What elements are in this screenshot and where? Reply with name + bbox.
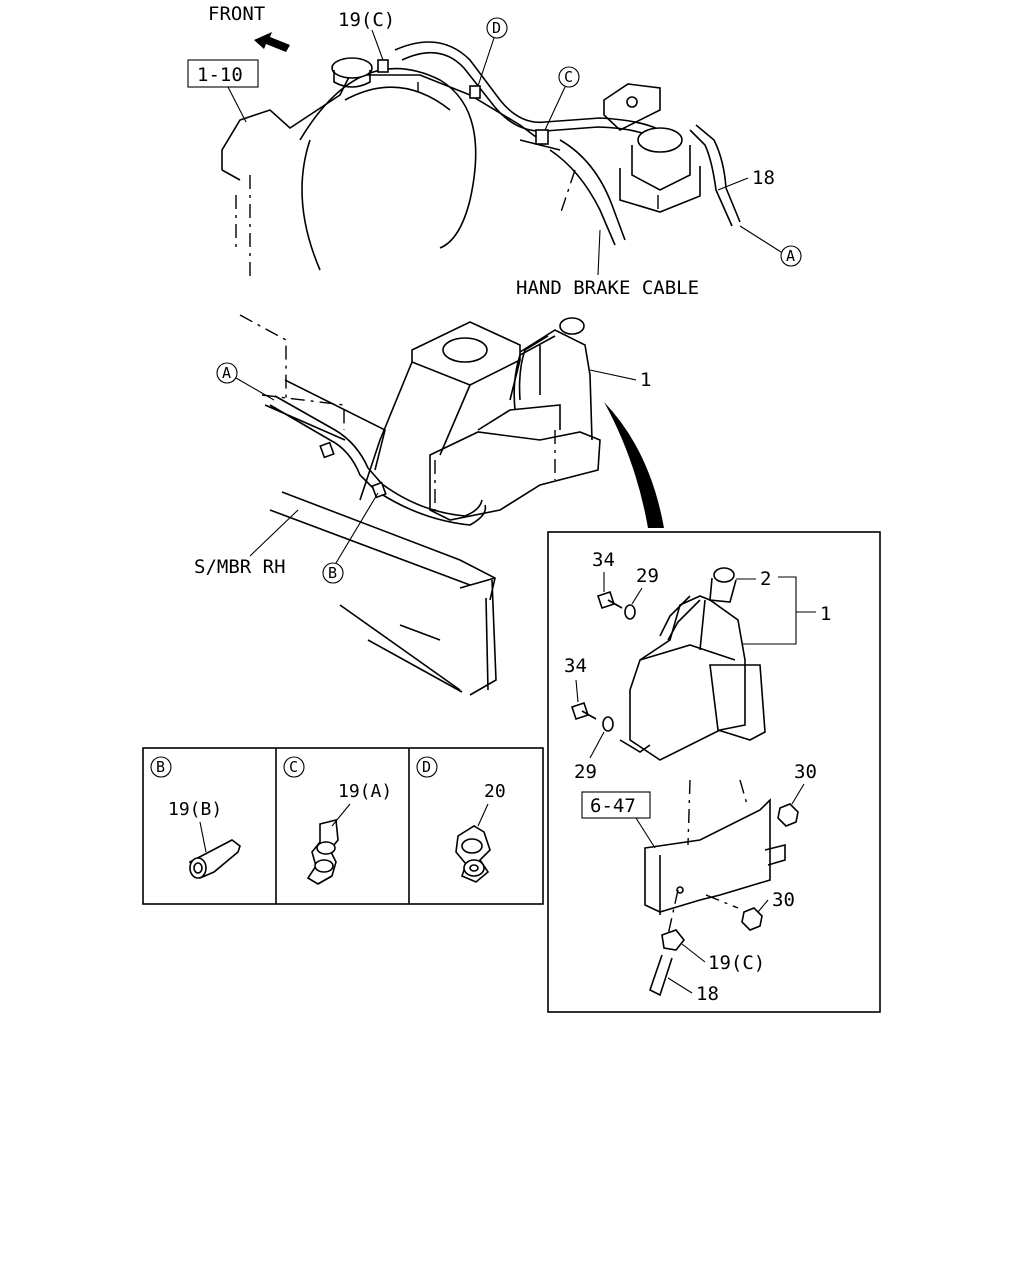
callout-d-panel-text: D — [422, 758, 431, 776]
nut-30-upper-icon — [777, 803, 799, 827]
clip-19b-icon — [188, 839, 241, 880]
ref-1-10-label: 1-10 — [197, 64, 243, 86]
part-2-label: 2 — [760, 568, 771, 590]
callout-a-top — [780, 245, 802, 267]
clip-detail-panels: B 19(B) C 19(A) D 2 — [142, 747, 544, 905]
ref-box-6-47 — [581, 791, 651, 819]
reservoir-detail-panel: 34 29 2 1 34 29 30 6-47 30 19(C) 18 — [547, 531, 881, 1013]
detail-frame — [547, 531, 881, 1013]
callout-b-mid — [322, 562, 344, 584]
callout-c-panel-text: C — [289, 758, 298, 776]
part-29-lower-label: 29 — [574, 761, 597, 783]
part-20-label: 20 — [484, 781, 506, 802]
clip-panel-b: B 19(B) — [150, 756, 241, 880]
callout-a-mid — [216, 362, 238, 384]
part-34-lower-label: 34 — [564, 655, 587, 677]
clip-19c-icon — [661, 929, 686, 951]
callout-b-panel-text: B — [156, 758, 165, 776]
callout-c-top-text: C — [564, 68, 573, 86]
ref-box-1-10 — [187, 59, 259, 88]
clip-panel-d: D 20 — [416, 756, 506, 883]
bolt-34-lower-icon — [570, 701, 597, 721]
callout-b-mid-text: B — [328, 564, 337, 582]
detail-pointer-arrow — [604, 402, 664, 528]
part-19c-top-label: 19(C) — [338, 9, 395, 31]
callout-d-top — [486, 17, 508, 39]
part-1-main-label: 1 — [640, 369, 651, 391]
washer-29-lower-icon — [602, 716, 614, 732]
part-29-upper-label: 29 — [636, 565, 659, 587]
part-1-detail-label: 1 — [820, 603, 831, 625]
middle-assembly-view: 1 A S/MBR RH B — [194, 314, 664, 696]
callout-c-top — [558, 66, 580, 88]
bolt-34-upper-icon — [596, 590, 623, 610]
part-19a-label: 19(A) — [338, 781, 392, 802]
callout-d-panel — [416, 756, 438, 778]
part-19b-label: 19(B) — [168, 799, 222, 820]
callout-d-top-text: D — [492, 19, 501, 37]
front-label: FRONT — [208, 3, 265, 25]
clip-panel-c: C 19(A) — [283, 756, 392, 885]
callout-a-mid-text: A — [222, 364, 231, 382]
part-30-upper-label: 30 — [794, 761, 817, 783]
top-assembly-view: FRONT 1-10 HAND BRAKE CABLE — [187, 3, 802, 299]
front-arrow-icon — [254, 32, 290, 52]
hose-18-icon — [649, 954, 673, 997]
washer-29-upper-icon — [624, 604, 636, 620]
hand-brake-cable-label: HAND BRAKE CABLE — [516, 277, 699, 299]
part-18-bottom-label: 18 — [696, 983, 719, 1005]
part-18-top-label: 18 — [752, 167, 775, 189]
ref-6-47-label: 6-47 — [590, 795, 636, 817]
smbr-rh-label: S/MBR RH — [194, 556, 286, 578]
part-19c-bottom-label: 19(C) — [708, 952, 765, 974]
nut-30-lower-icon — [741, 907, 763, 931]
part-30-lower-label: 30 — [772, 889, 795, 911]
part-34-upper-label: 34 — [592, 549, 615, 571]
clip-20-icon — [455, 825, 491, 883]
callout-c-panel — [283, 756, 305, 778]
callout-a-top-text: A — [786, 247, 795, 265]
callout-b-panel — [150, 756, 172, 778]
clip-19a-icon — [306, 818, 339, 885]
clip-panels-frame — [142, 747, 544, 905]
